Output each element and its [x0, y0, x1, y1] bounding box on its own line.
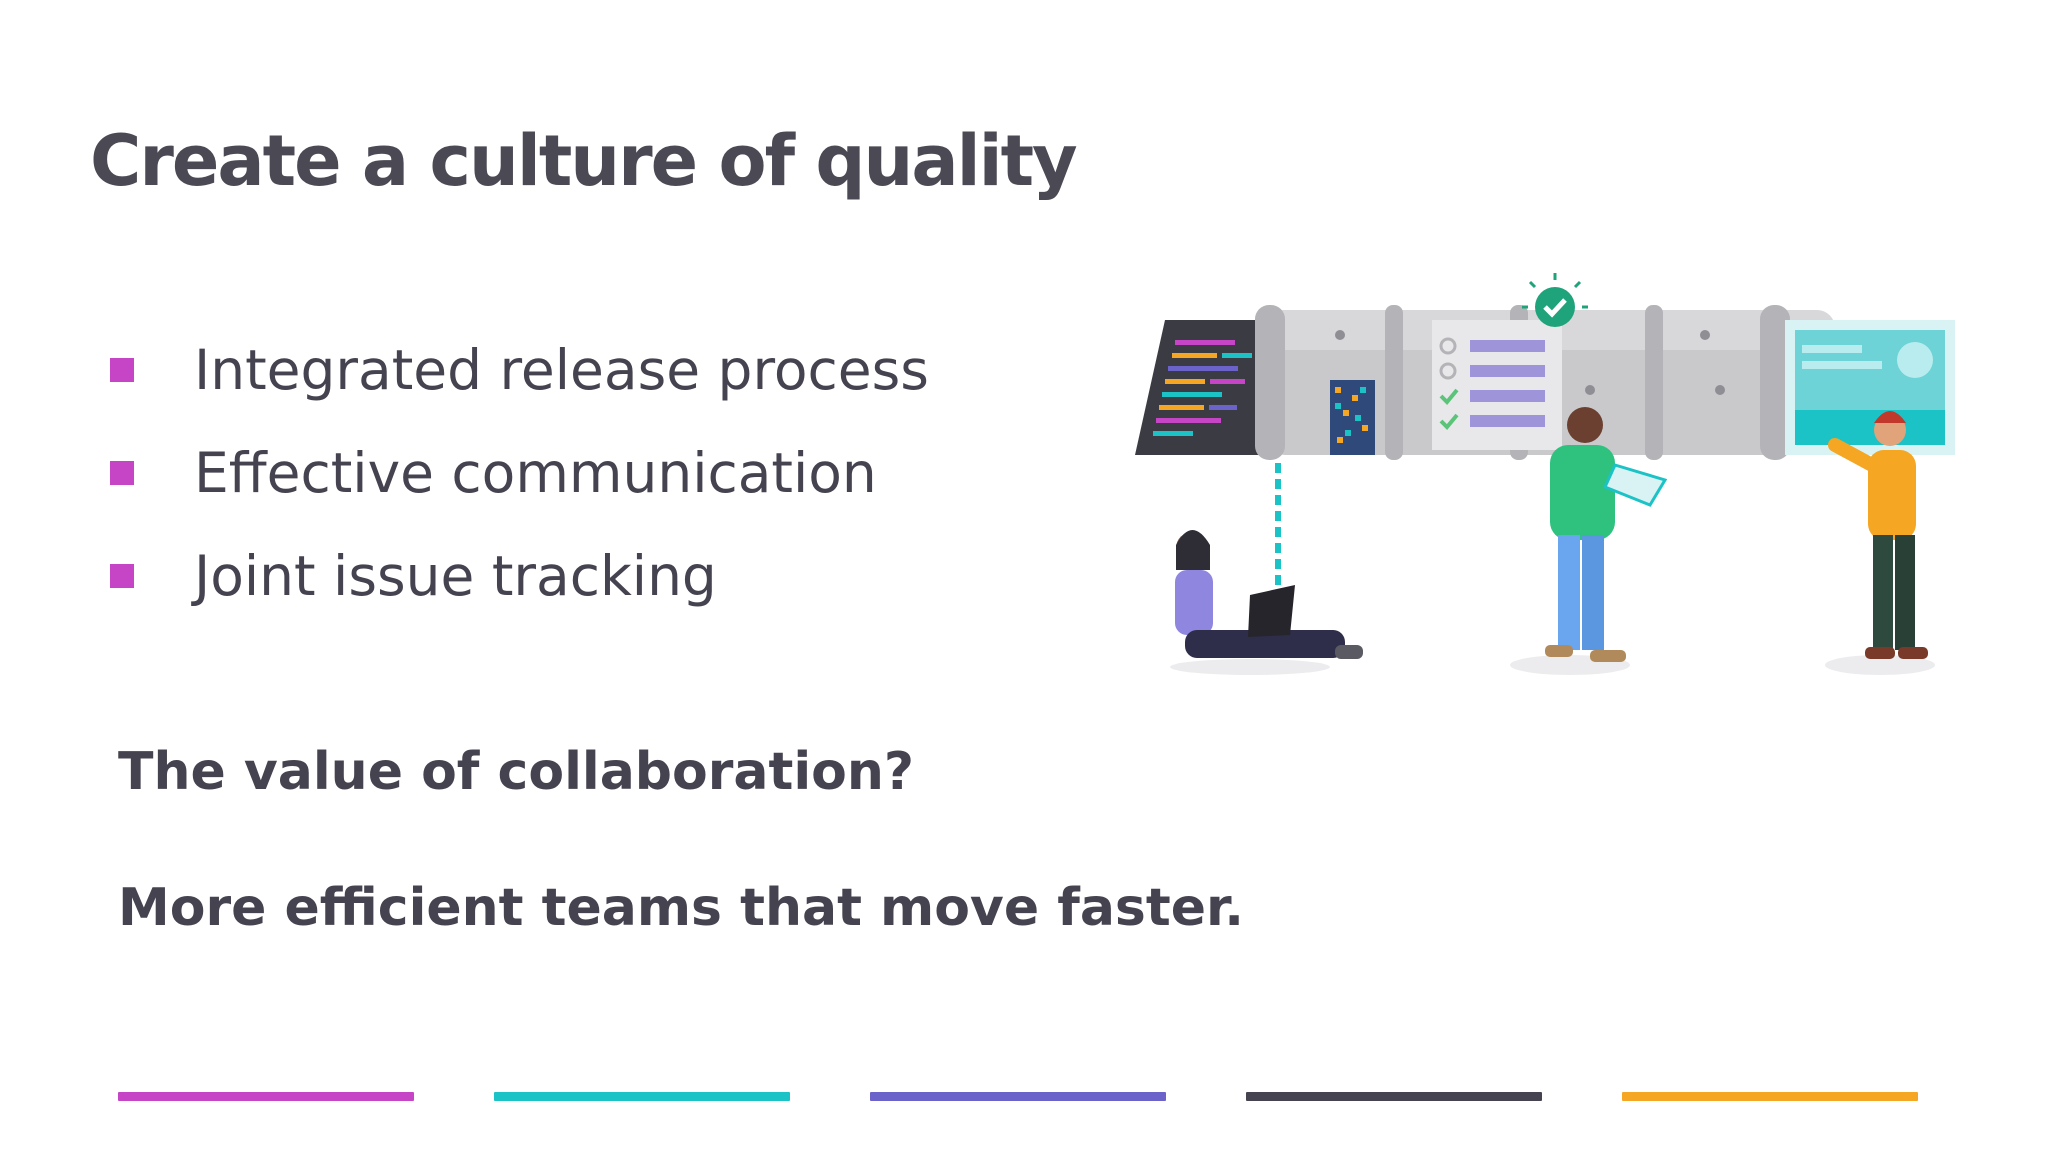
collaboration-answer: More efficient teams that move faster. — [118, 878, 1244, 938]
man-pointing-icon — [1825, 411, 1935, 675]
square-bullet-icon — [110, 460, 134, 485]
footer-color-bars — [118, 1092, 1918, 1102]
bullet-text: Joint issue tracking — [194, 543, 717, 608]
footer-bar-teal — [494, 1092, 790, 1101]
collaboration-question: The value of collaboration? — [118, 742, 915, 802]
slide-title: Create a culture of quality — [90, 120, 1078, 202]
footer-bar-magenta — [118, 1092, 414, 1101]
bullet-item: Effective communication — [110, 421, 929, 524]
bullet-text: Effective communication — [194, 440, 877, 505]
footer-bar-purple — [870, 1092, 1166, 1101]
bullet-item: Joint issue tracking — [110, 524, 929, 627]
pipeline-team-illustration — [1135, 273, 1955, 675]
code-screen-icon — [1135, 320, 1290, 455]
square-bullet-icon — [110, 563, 134, 588]
bullet-text: Integrated release process — [194, 337, 929, 402]
man-tablet-icon — [1510, 407, 1668, 675]
square-bullet-icon — [110, 357, 134, 382]
footer-bar-dark — [1246, 1092, 1542, 1101]
bullet-item: Integrated release process — [110, 318, 929, 421]
footer-bar-orange — [1622, 1092, 1918, 1101]
woman-laptop-icon — [1170, 530, 1363, 675]
bullet-list: Integrated release process Effective com… — [110, 318, 929, 627]
check-badge-icon — [1522, 273, 1588, 327]
